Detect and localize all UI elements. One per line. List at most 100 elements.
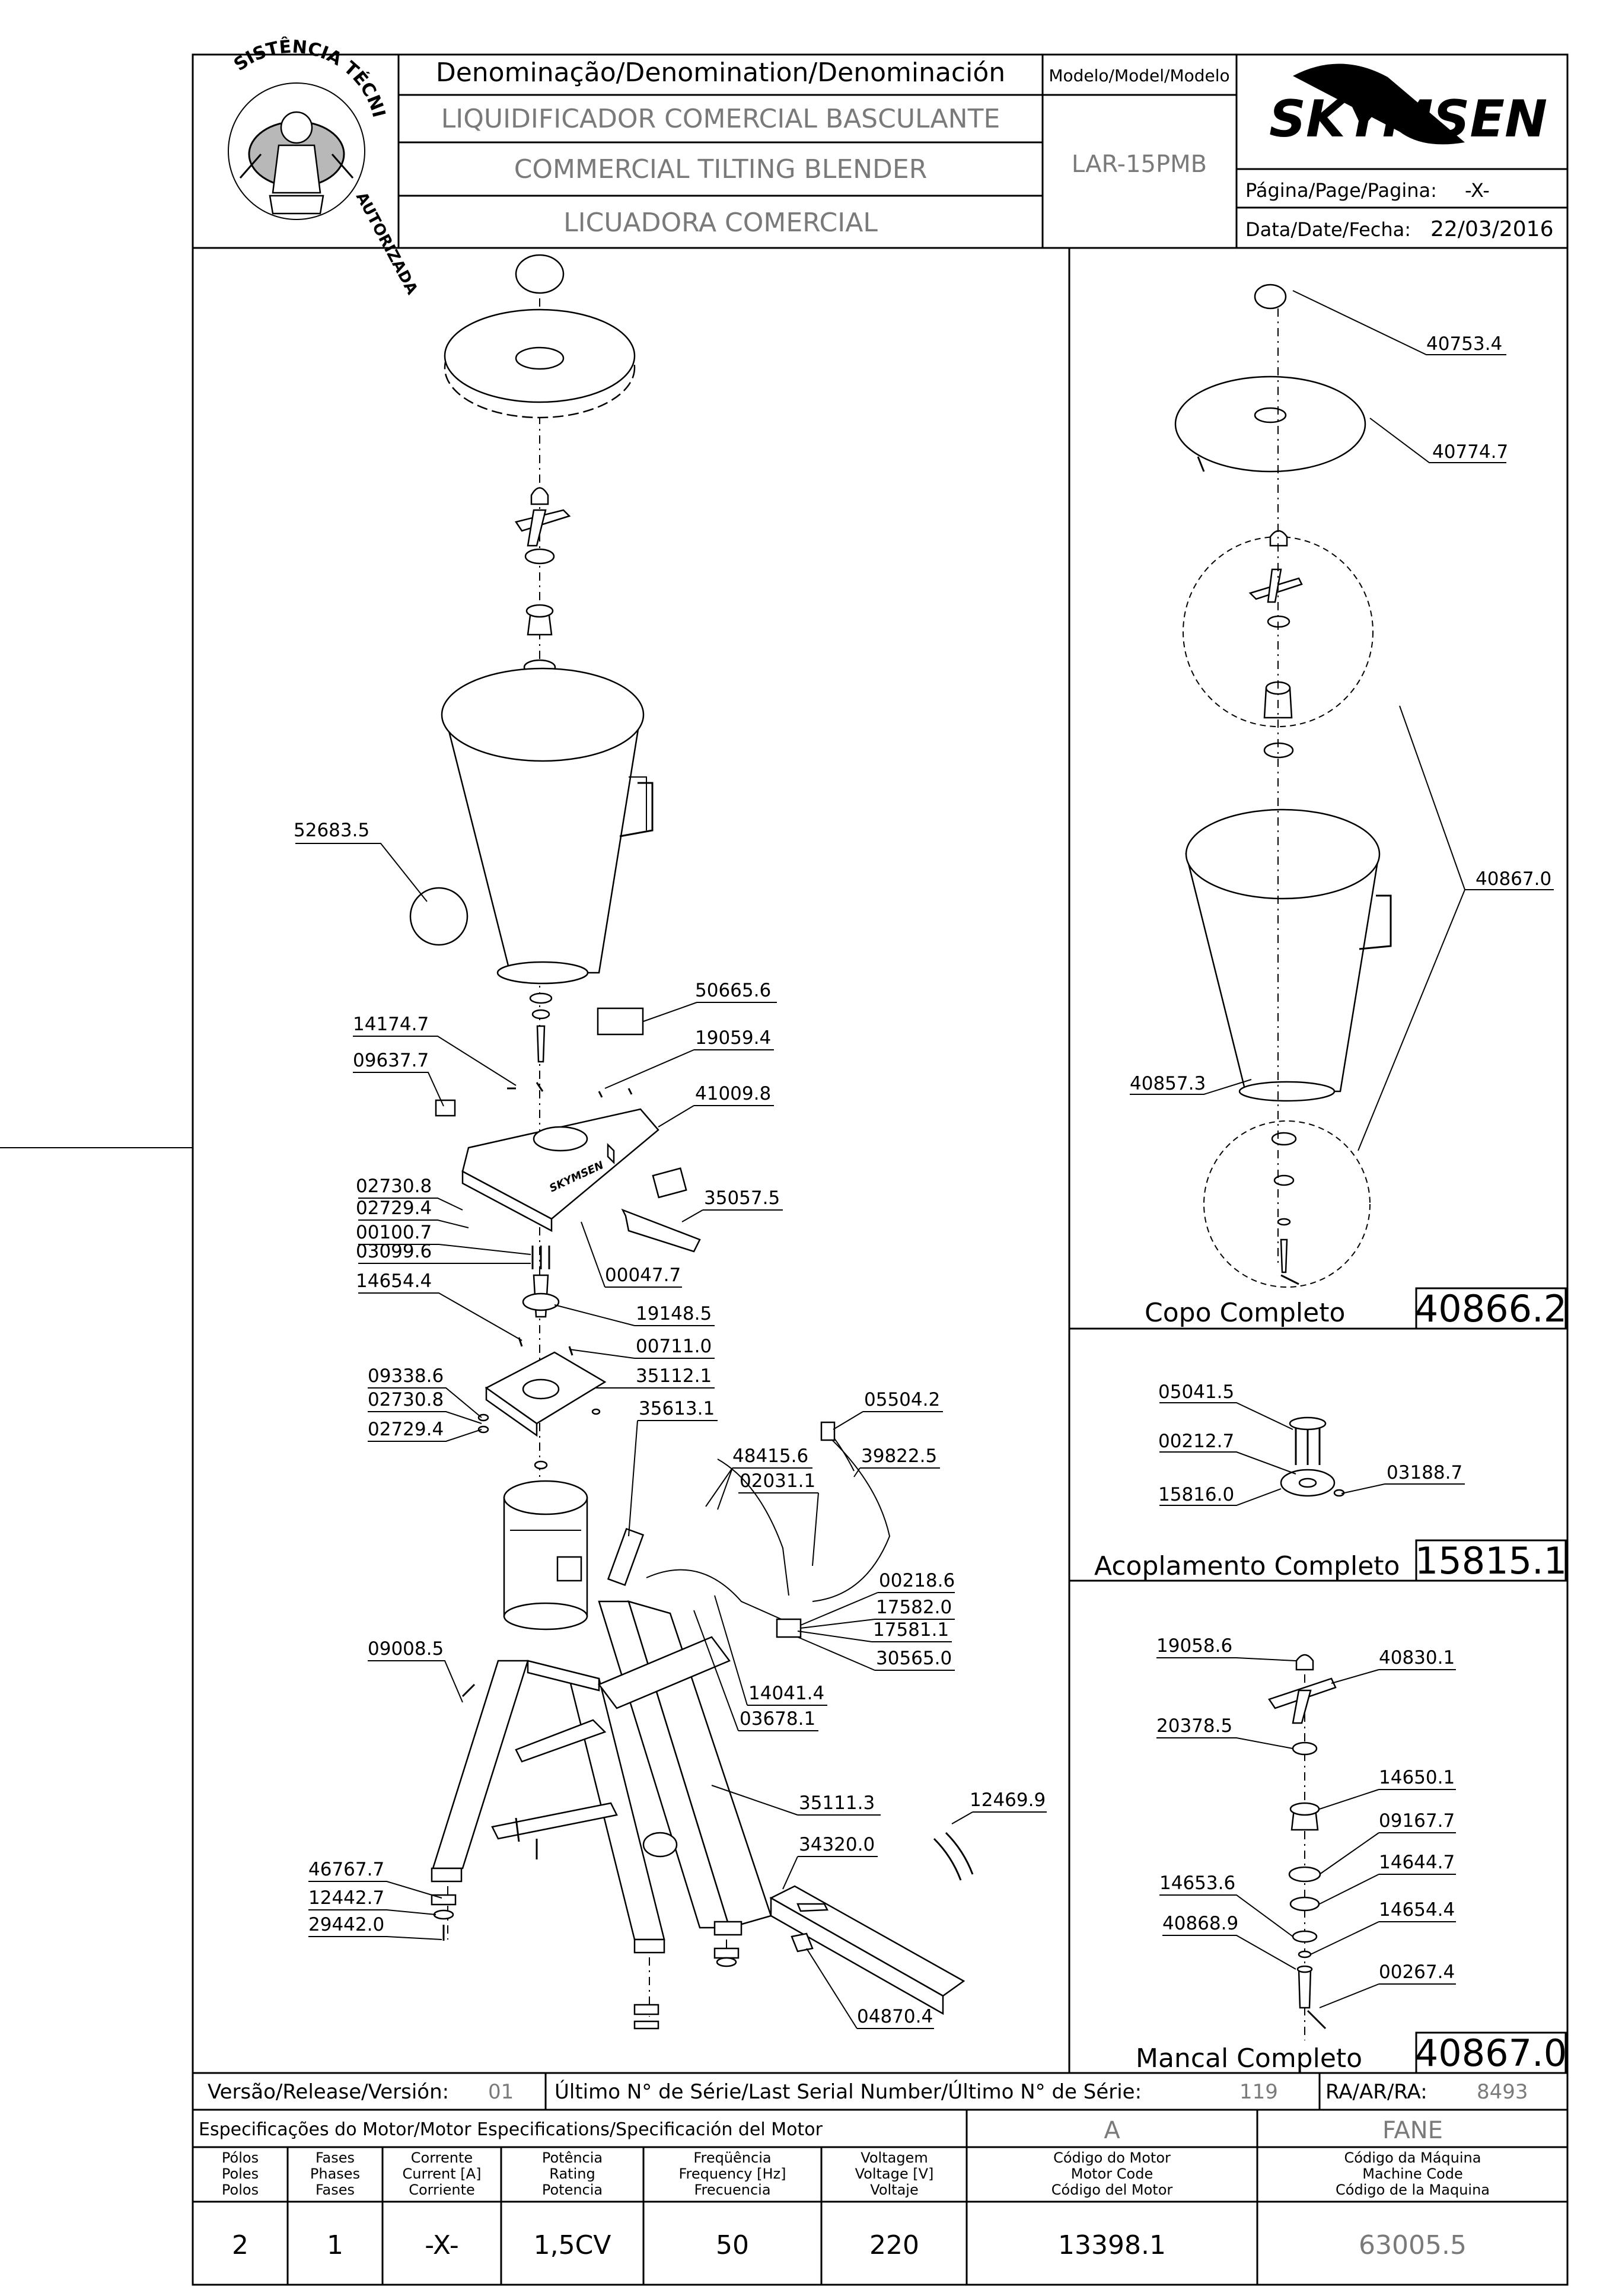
motor-header-0-line-1: Poles [222, 2166, 259, 2182]
label-02730-8: 02730.8 [356, 1176, 432, 1197]
product-name-es: LICUADORA COMERCIAL [563, 208, 878, 238]
label-20378-5: 20378.5 [1156, 1715, 1232, 1737]
label-02729-4-b: 02729.4 [368, 1419, 444, 1440]
label-12442-7: 12442.7 [308, 1887, 384, 1909]
version-label: Versão/Release/Versión: [208, 2080, 449, 2104]
lid [444, 308, 636, 419]
label-00047-7: 00047.7 [605, 1265, 681, 1286]
lid-knob [515, 254, 565, 294]
motor-header-7-line-1: Machine Code [1362, 2166, 1463, 2182]
motor-maker: FANE [1382, 2117, 1443, 2144]
frame-screw [461, 1683, 476, 1698]
label-09008-5: 09008.5 [368, 1638, 444, 1660]
motor-header-0-line-2: Polos [222, 2182, 259, 2198]
copo-title: Copo Completo [1145, 1298, 1345, 1328]
motor-header-3-line-1: Rating [549, 2166, 595, 2182]
date-value: 22/03/2016 [1430, 217, 1554, 241]
jar-callout-circle [409, 887, 469, 946]
motor-spec-table: Especificações do Motor/Motor Especifica… [193, 2110, 1567, 2285]
label-00100-7: 00100.7 [356, 1222, 432, 1243]
label-02729-4: 02729.4 [356, 1198, 432, 1219]
label-09637-7: 09637.7 [353, 1050, 429, 1071]
base-rail [769, 1832, 974, 2015]
label-40830-1: 40830.1 [1379, 1647, 1455, 1668]
label-14654-4: 14654.4 [356, 1270, 432, 1292]
motor-value-4: 50 [716, 2230, 749, 2260]
top-housing-plate: SKYMSEN [435, 1082, 701, 1253]
label-03188-7: 03188.7 [1387, 1462, 1462, 1483]
feet-hardware [431, 1894, 740, 2030]
denomination-label: Denominação/Denomination/Denominación [436, 58, 1005, 88]
mancal-code: 40867.0 [1415, 2031, 1567, 2075]
motor-header-5-line-2: Voltaje [870, 2182, 918, 2198]
label-14644-7: 14644.7 [1379, 1852, 1455, 1873]
label-19148-5: 19148.5 [636, 1303, 712, 1324]
label-14174-7: 14174.7 [353, 1014, 429, 1035]
ra-value: 8493 [1477, 2080, 1528, 2104]
version-row: Versão/Release/Versión: 01 Último N° de … [193, 2072, 1567, 2111]
label-00267-4: 00267.4 [1379, 1961, 1455, 1983]
label-40774-7: 40774.7 [1432, 441, 1508, 463]
motor-value-0: 2 [232, 2230, 248, 2260]
label-19058-6: 19058.6 [1156, 1635, 1232, 1657]
ra-label: RA/AR/RA: [1325, 2080, 1427, 2104]
motor-header-4-line-1: Frequency [Hz] [679, 2166, 786, 2182]
motor-letter: A [1104, 2117, 1120, 2144]
label-35613-1: 35613.1 [639, 1398, 715, 1419]
motor-header-3-line-0: Potência [542, 2149, 603, 2166]
label-40857-3: 40857.3 [1130, 1073, 1206, 1094]
motor-spec-title: Especificações do Motor/Motor Especifica… [199, 2119, 823, 2140]
label-19059-4: 19059.4 [695, 1027, 771, 1049]
label-17582-0: 17582.0 [876, 1597, 952, 1618]
label-30565-0: 30565.0 [876, 1648, 952, 1669]
label-02730-8-b: 02730.8 [368, 1389, 444, 1410]
blade-assembly [514, 487, 571, 676]
label-46767-7: 46767.7 [308, 1859, 384, 1880]
motor-value-1: 1 [327, 2230, 343, 2260]
label-05504-2: 05504.2 [864, 1389, 940, 1410]
motor-header-1-line-1: Phases [310, 2166, 360, 2182]
motor-header-6-line-2: Código del Motor [1051, 2182, 1173, 2198]
label-48415-6: 48415.6 [732, 1445, 808, 1467]
label-03099-6: 03099.6 [356, 1241, 432, 1262]
motor-value-6: 13398.1 [1058, 2230, 1166, 2260]
product-name-en: COMMERCIAL TILTING BLENDER [514, 154, 928, 184]
main-leader-lines [295, 843, 1047, 2029]
brand-name: SKYMSEN [1269, 90, 1547, 149]
screw-set [518, 1246, 573, 1356]
acoplamento-title: Acoplamento Completo [1094, 1551, 1400, 1581]
model-value: LAR-15PMB [1072, 151, 1207, 178]
label-03678-1: 03678.1 [740, 1708, 815, 1730]
label-12469-9: 12469.9 [970, 1789, 1046, 1811]
motor-header-4-line-0: Freqüência [693, 2149, 771, 2166]
motor-header-2-line-1: Current [A] [403, 2166, 482, 2182]
label-52683-5: 52683.5 [294, 820, 369, 841]
label-35111-3: 35111.3 [799, 1792, 875, 1814]
page-label: Página/Page/Pagina: [1245, 179, 1437, 202]
serial-value: 119 [1239, 2080, 1278, 2104]
label-14654-4-mancal: 14654.4 [1379, 1899, 1455, 1921]
label-02031-1: 02031.1 [740, 1470, 815, 1492]
rail-clip [791, 1932, 814, 1953]
svg-text:ASSISTÊNCIA TÉCNICA: ASSISTÊNCIA TÉCNICA [0, 0, 389, 120]
motor-spec-headers: PólosPolesPolosFasesPhasesFasesCorrenteC… [222, 2149, 1490, 2198]
label-05041-5: 05041.5 [1158, 1381, 1234, 1403]
label-00212-7: 00212.7 [1158, 1431, 1234, 1452]
motor-header-7-line-2: Código de la Maquina [1336, 2182, 1490, 2198]
motor-bracket [477, 1351, 607, 1437]
motor-header-1-line-2: Fases [316, 2182, 355, 2198]
label-04870-4: 04870.4 [857, 2006, 933, 2027]
main-exploded-view: SKYMSEN [409, 254, 974, 2030]
motor-header-3-line-2: Potencia [542, 2182, 603, 2198]
label-50665-6: 50665.6 [695, 980, 771, 1001]
motor-header-1-line-0: Fases [316, 2149, 355, 2166]
logo-text-top: ASSISTÊNCIA TÉCNICA [0, 0, 389, 120]
label-40753-4: 40753.4 [1426, 333, 1502, 355]
label-34320-0: 34320.0 [799, 1834, 875, 1855]
acoplamento-code: 15815.1 [1415, 1539, 1567, 1582]
blender-jar [409, 667, 654, 985]
mancal-title: Mancal Completo [1136, 2043, 1362, 2074]
date-label: Data/Date/Fecha: [1245, 218, 1411, 241]
